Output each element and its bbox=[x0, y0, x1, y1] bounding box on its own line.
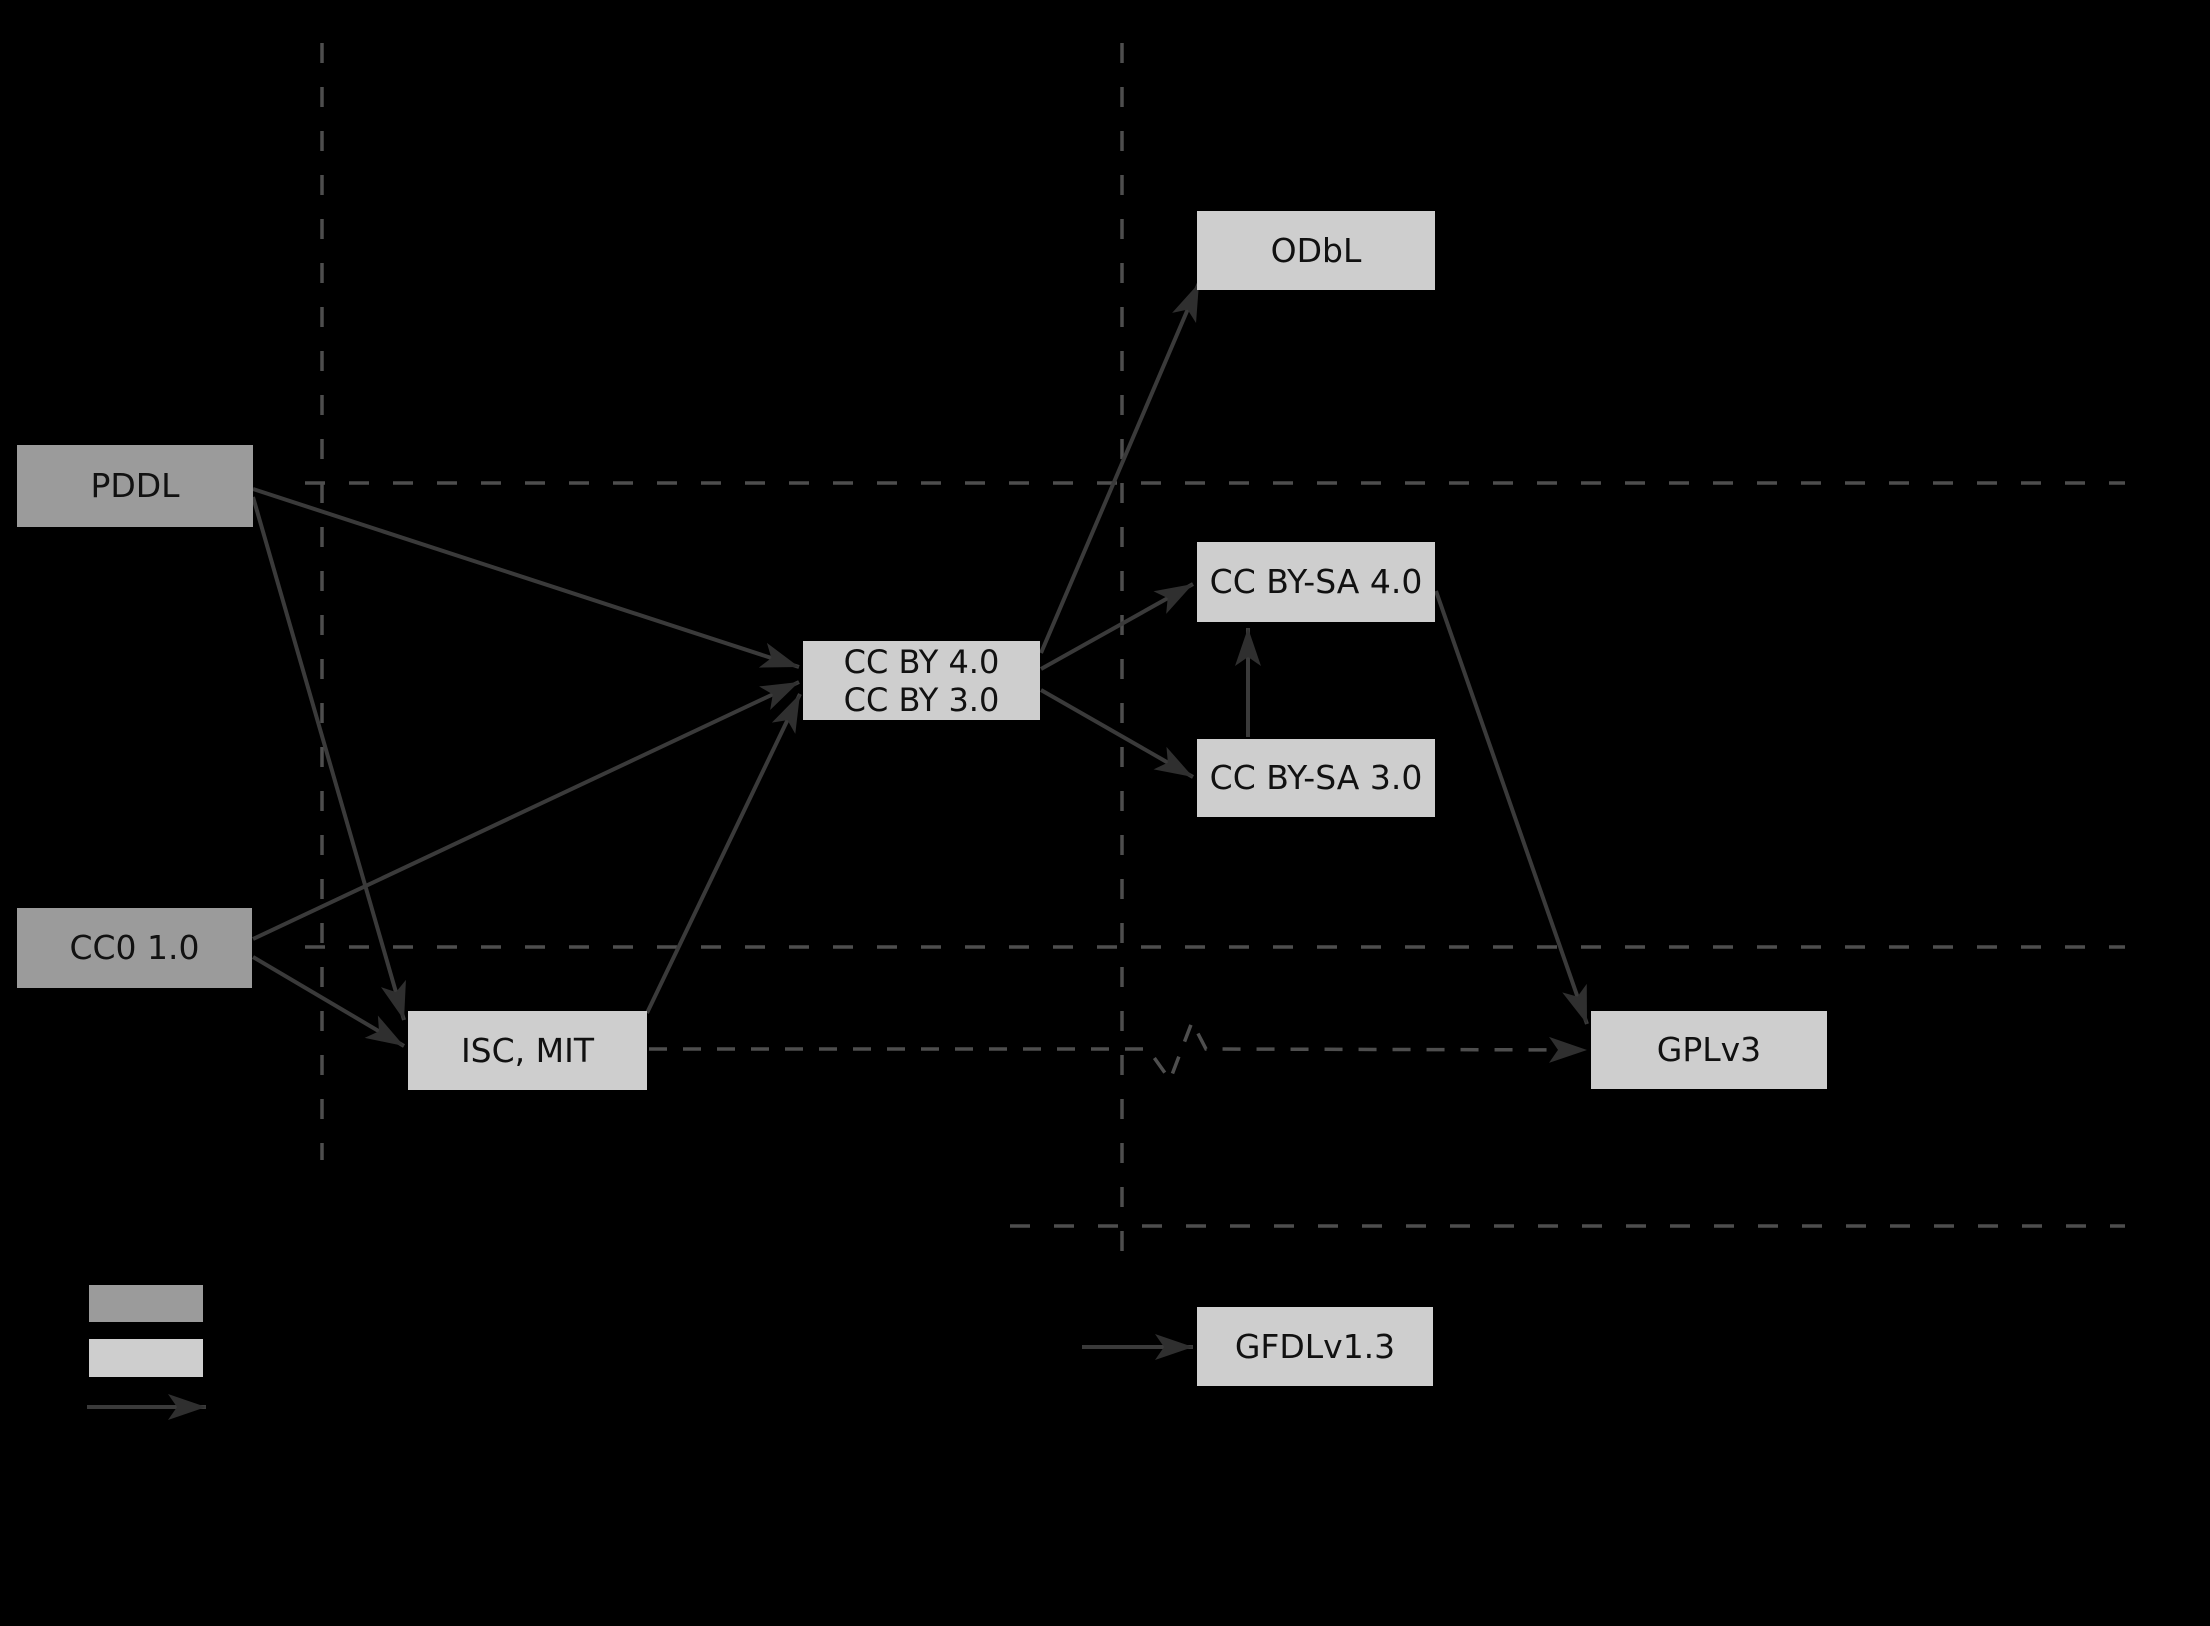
node-cc-by-sa-3: CC BY-SA 3.0 bbox=[1197, 739, 1435, 817]
edge-cc0-to-isc-mit bbox=[251, 955, 406, 1048]
edge-pddl-to-cc-by bbox=[252, 487, 800, 669]
edge-pddl-to-isc-mit bbox=[251, 496, 406, 1021]
node-gfdl: GFDLv1.3 bbox=[1197, 1307, 1433, 1386]
edge-isc-mit-to-cc-by bbox=[645, 693, 802, 1014]
node-cc0-label: CC0 1.0 bbox=[69, 928, 200, 967]
node-odbl-label: ODbL bbox=[1270, 230, 1362, 270]
edge-cc-by-to-odbl bbox=[1039, 282, 1201, 654]
node-cc-by-sa-4: CC BY-SA 4.0 bbox=[1197, 542, 1435, 622]
node-cc-by-sa-4-label: CC BY-SA 4.0 bbox=[1209, 562, 1423, 601]
edge-cc-by-sa-4-to-gplv3 bbox=[1434, 590, 1589, 1025]
node-cc-by-label-line1: CC BY 4.0 bbox=[843, 642, 1000, 681]
node-isc-mit: ISC, MIT bbox=[408, 1011, 647, 1090]
edge-isc-mit-to-gplv3-dashed bbox=[649, 1017, 1588, 1084]
edge-cc0-to-cc-by bbox=[252, 680, 800, 941]
node-gplv3: GPLv3 bbox=[1591, 1011, 1827, 1089]
node-cc-by: CC BY 4.0 CC BY 3.0 bbox=[803, 641, 1040, 720]
edge-cc-by-to-cc-by-sa-3 bbox=[1040, 688, 1194, 779]
node-cc-by-sa-3-label: CC BY-SA 3.0 bbox=[1209, 758, 1423, 797]
node-gplv3-label: GPLv3 bbox=[1656, 1030, 1762, 1069]
node-odbl: ODbL bbox=[1197, 211, 1435, 290]
node-cc0: CC0 1.0 bbox=[17, 908, 252, 988]
node-cc-by-label-line2: CC BY 3.0 bbox=[843, 680, 1000, 719]
edge-cc-by-to-cc-by-sa-4 bbox=[1040, 582, 1194, 671]
node-gfdl-label: GFDLv1.3 bbox=[1234, 1326, 1396, 1366]
node-pddl: PDDL bbox=[17, 445, 253, 527]
node-pddl-label: PDDL bbox=[90, 466, 180, 505]
legend-swatch-dark bbox=[89, 1285, 203, 1322]
node-isc-mit-label: ISC, MIT bbox=[460, 1030, 595, 1070]
legend-swatch-light bbox=[89, 1339, 203, 1377]
